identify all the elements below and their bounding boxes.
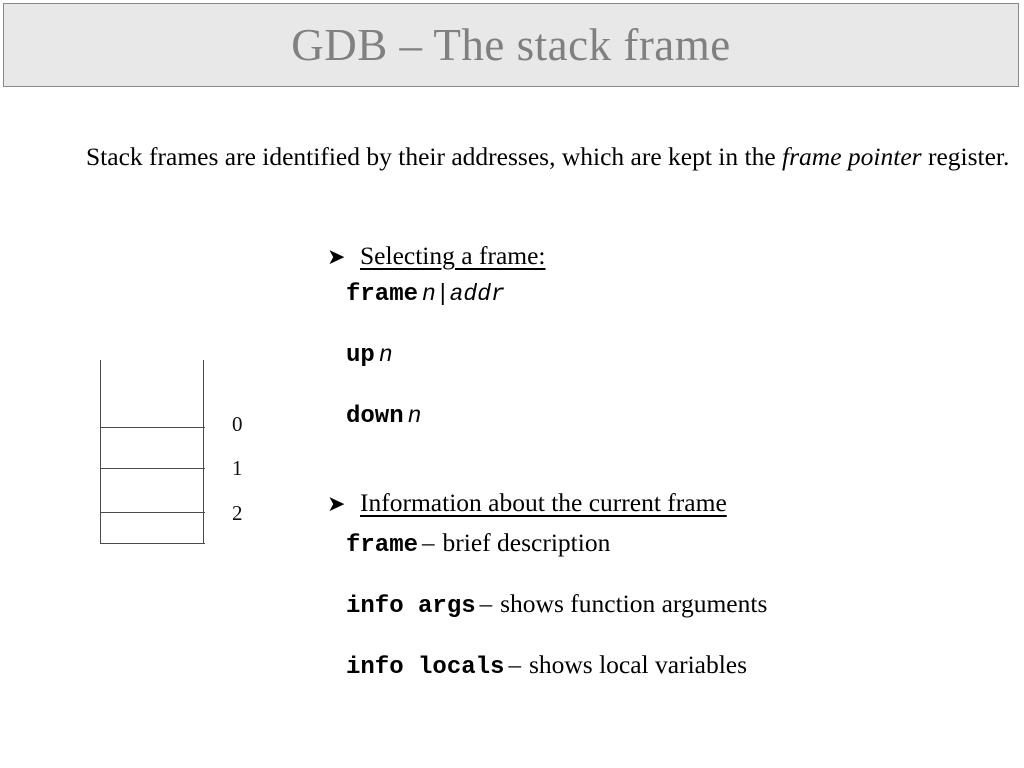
intro-emphasis-text: frame pointer <box>782 142 922 171</box>
command-row-frame-info: frame – brief description <box>327 528 1017 589</box>
section-spacer <box>327 464 1017 488</box>
stack-frame-diagram <box>100 360 205 544</box>
bullet-information-current-frame: ➤ Information about the current frame <box>327 488 1017 528</box>
content-column: ➤ Selecting a frame: frame n|addr up n d… <box>327 241 1017 711</box>
command-name-frame-info: frame <box>346 532 419 559</box>
command-name-info-args: info args <box>346 593 476 620</box>
intro-tail-text: register. <box>921 142 1010 171</box>
page-title: GDB – The stack frame <box>291 19 731 70</box>
intro-lead-text: Stack frames are identified by their add… <box>86 142 783 171</box>
command-row-info-locals: info locals – shows local variables <box>327 650 1017 711</box>
stack-left-edge <box>100 360 101 544</box>
command-arg-up: n <box>378 342 393 368</box>
command-dash: – <box>422 530 435 557</box>
command-row-up: up n <box>327 342 1017 403</box>
command-dash: – <box>479 591 493 618</box>
command-arg-frame: n|addr <box>422 281 505 307</box>
stack-frame-label-1: 1 <box>232 456 243 480</box>
command-desc-info-args: shows function arguments <box>500 589 768 618</box>
command-row-frame-select: frame n|addr <box>327 281 1017 342</box>
command-name-down: down <box>346 403 404 430</box>
stack-right-edge <box>203 360 205 544</box>
stack-bottom-edge <box>100 543 205 544</box>
command-name-info-locals: info locals <box>346 654 505 681</box>
command-desc-info-locals: shows local variables <box>528 650 748 679</box>
section-heading-selecting: Selecting a frame: <box>360 241 546 270</box>
stack-frame-label-2: 2 <box>232 501 243 525</box>
intro-paragraph: Stack frames are identified by their add… <box>86 136 1021 178</box>
command-name-frame: frame <box>346 281 419 308</box>
stack-divider-2 <box>100 512 205 513</box>
arrow-bullet-icon: ➤ <box>327 244 346 269</box>
command-row-info-args: info args – shows function arguments <box>327 589 1017 650</box>
stack-divider-0 <box>100 427 205 428</box>
bullet-selecting-a-frame: ➤ Selecting a frame: <box>327 241 1017 281</box>
section-heading-information: Information about the current frame <box>360 488 727 517</box>
command-dash: – <box>508 652 521 679</box>
arrow-bullet-icon: ➤ <box>327 491 346 516</box>
stack-divider-1 <box>100 468 205 469</box>
slide-title-bar: GDB – The stack frame <box>3 3 1019 87</box>
command-row-down: down n <box>327 403 1017 464</box>
command-desc-frame: brief description <box>442 528 611 557</box>
command-arg-down: n <box>407 403 422 429</box>
stack-frame-label-0: 0 <box>232 412 243 436</box>
command-name-up: up <box>346 342 375 369</box>
